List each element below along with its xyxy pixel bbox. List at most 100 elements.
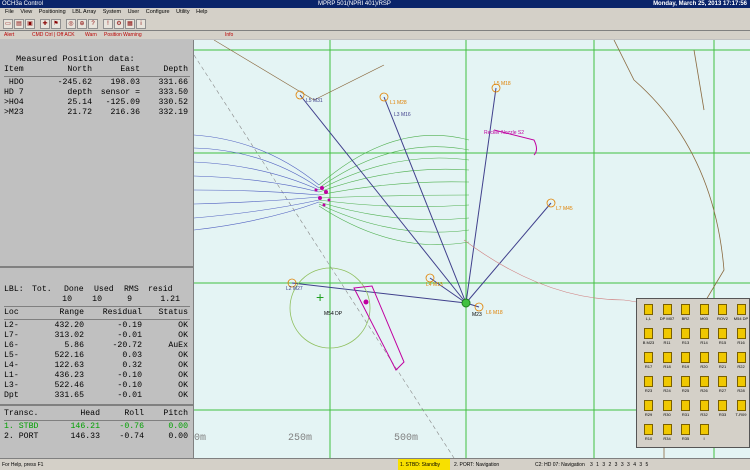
menu-user[interactable]: User: [127, 9, 140, 15]
menu-file[interactable]: File: [5, 9, 14, 15]
range-cell: 122.63: [54, 361, 84, 370]
palette-button-label: R33: [718, 412, 727, 417]
palette-button-label: R35: [681, 436, 690, 441]
loc-cell: L3-: [4, 381, 19, 390]
palette-button[interactable]: R25: [677, 375, 694, 395]
palette-button[interactable]: M54 DP: [733, 303, 750, 323]
palette-button[interactable]: R27: [714, 375, 731, 395]
new-icon[interactable]: ▭: [3, 19, 13, 29]
column-header: Used: [94, 285, 114, 294]
item-cell: >M23: [4, 108, 24, 117]
palette-button[interactable]: R31: [677, 399, 694, 419]
range-cell: 522.16: [54, 351, 84, 360]
target-icon[interactable]: ⊕: [77, 19, 87, 29]
transducer-header: Transc. Head Roll Pitch: [4, 409, 190, 419]
info-icon[interactable]: i: [136, 19, 146, 29]
menu-view[interactable]: View: [20, 9, 33, 15]
palette-button[interactable]: R19: [677, 351, 694, 371]
column-header: Pitch: [163, 409, 188, 418]
palette-button[interactable]: R26: [696, 375, 713, 395]
status-cell: OK: [178, 381, 188, 390]
palette-button-label: R19: [681, 364, 690, 369]
flag-icon[interactable]: ⚑: [51, 19, 61, 29]
palette-button[interactable]: R30: [659, 399, 676, 419]
palette-button-label: I: [703, 436, 705, 441]
menu-system[interactable]: System: [102, 9, 122, 15]
palette-button[interactable]: R17: [640, 351, 657, 371]
menu-utility[interactable]: Utility: [176, 9, 190, 15]
menu-help[interactable]: Help: [196, 9, 208, 15]
open-icon[interactable]: ▤: [14, 19, 24, 29]
residual-cell: -0.01: [117, 331, 142, 340]
palette-button[interactable]: R28: [733, 375, 750, 395]
save-icon[interactable]: ▣: [25, 19, 35, 29]
palette-button[interactable]: B M23: [640, 327, 657, 347]
position-icon[interactable]: ✚: [40, 19, 50, 29]
depth-cell: 333.50: [158, 88, 188, 97]
help-icon[interactable]: ?: [88, 19, 98, 29]
label-l4-m13: L4 M13: [426, 282, 443, 288]
palette-button-label: R27: [718, 388, 727, 393]
map-icon[interactable]: ▦: [125, 19, 135, 29]
transducer-row[interactable]: 2. PORT 146.33 -0.74 0.00: [4, 432, 190, 442]
info-label: Info: [225, 32, 234, 38]
status-cell: OK: [178, 361, 188, 370]
transponder-icon: [699, 424, 709, 435]
palette-button[interactable]: ROV2: [714, 303, 731, 323]
palette-button[interactable]: R20: [696, 351, 713, 371]
palette-button[interactable]: R29: [640, 399, 657, 419]
heading-line: [194, 54, 455, 458]
palette-button[interactable]: R15: [714, 327, 731, 347]
palette-button[interactable]: R21: [714, 351, 731, 371]
menu-positioning[interactable]: Positioning: [38, 9, 66, 15]
palette-button[interactable]: R16: [733, 327, 750, 347]
array-icon[interactable]: ◎: [66, 19, 76, 29]
scale-500: 500m: [394, 433, 418, 444]
palette-button[interactable]: R24: [659, 375, 676, 395]
value-cell: [4, 295, 32, 305]
alarm-icon[interactable]: !: [103, 19, 113, 29]
item-cell: HDO: [4, 78, 24, 87]
palette-button[interactable]: M03: [696, 303, 713, 323]
palette-button[interactable]: R14: [696, 327, 713, 347]
column-header: East: [120, 65, 140, 74]
palette-button[interactable]: R22: [733, 351, 750, 371]
residual-cell: 0.32: [122, 361, 142, 370]
palette-button[interactable]: R32: [696, 399, 713, 419]
range-circle: [289, 267, 371, 349]
palette-button[interactable]: R11: [659, 327, 676, 347]
loc-cell: L1-: [4, 371, 19, 380]
palette-button[interactable]: L,L: [640, 303, 657, 323]
palette-button[interactable]: R33: [714, 399, 731, 419]
palette-button[interactable]: BR2: [677, 303, 694, 323]
palette-button[interactable]: R35: [677, 423, 694, 443]
palette-button[interactable]: I: [696, 423, 713, 443]
palette-button[interactable]: R10: [640, 423, 657, 443]
palette-button[interactable]: R13: [677, 327, 694, 347]
palette-button[interactable]: DP M07: [659, 303, 676, 323]
palette-button[interactable]: R34: [659, 423, 676, 443]
transducer-row-active[interactable]: 1. STBD 146.21 -0.76 0.00: [4, 422, 190, 432]
palette-button-label: B M23: [642, 340, 655, 345]
navigation-map[interactable]: + 0m 250m 500m: [193, 40, 750, 458]
range-cell: 522.46: [54, 381, 84, 390]
transponder-icon: [644, 424, 653, 435]
data-panel: Measured Position data: Item North East …: [0, 40, 193, 458]
palette-button-label: R23: [644, 388, 653, 393]
depth-cell: 330.52: [158, 98, 188, 107]
divider: [4, 420, 190, 421]
palette-button[interactable]: T-R09: [733, 399, 750, 419]
settings-icon[interactable]: ⚙: [114, 19, 124, 29]
palette-button-label: R11: [663, 340, 671, 345]
menu-configure[interactable]: Configure: [145, 9, 170, 15]
menu-lbl-array[interactable]: LBL Array: [72, 9, 97, 15]
palette-button[interactable]: R18: [659, 351, 676, 371]
range-cell: 313.02: [54, 331, 84, 340]
palette-button[interactable]: R23: [640, 375, 657, 395]
